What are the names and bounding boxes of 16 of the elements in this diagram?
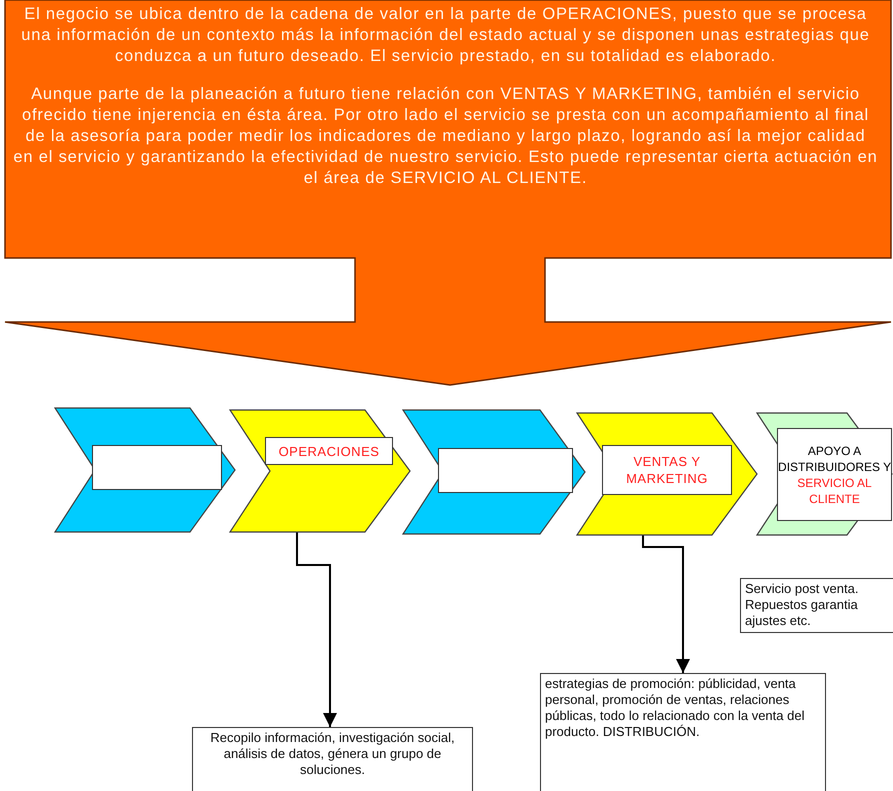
chevron-step	[403, 410, 585, 534]
paragraph: Aunque parte de la planeación a futuro tiene relación con VENTAS Y MARKETING, también el servicio ofrecido tiene injerencia en ésta área. Por otro lado el servicio se presta con un acompañamiento al final de la asesoría para poder medir los indicadores de mediano y largo plazo, logrando así la mejor calidad en el servicio y garantizando la efectividad de nuestro servicio. Esto puede representar cierta actuación en el área de SERVICIO AL CLIENTE.	[13, 84, 878, 189]
block-arrow	[5, 0, 891, 388]
chevron-step	[757, 413, 892, 535]
step-title: OPERACIONES	[278, 442, 380, 460]
step-title: APOYO A DISTRIBUIDORES Y SERVICIO AL CLIENTE	[778, 442, 891, 506]
step-title: VENTAS Y MARKETING	[625, 453, 709, 487]
chevron-step	[230, 410, 410, 532]
chevron-step	[55, 408, 235, 532]
arrow-connector	[296, 532, 337, 727]
text-box: Servicio post venta. Repuestos garantia ajustes etc.	[740, 578, 893, 633]
text-box: estrategias de promoción: públicidad, venta personal, promoción de ventas, relaciones públicas, todo lo relacionado con la venta del producto. DISTRIBUCIÓN.	[540, 673, 826, 791]
chevron-step	[577, 413, 757, 535]
text-box: Recopilo información, investigación social, análisis de datos, génera un grupo de soluciones.	[192, 727, 473, 791]
paragraph: El negocio se ubica dentro de la cadena de valor en la parte de OPERACIONES, puesto que se procesa una información de un contexto más la información del estado actual y se disponen unas estrategias que conduzca a un futuro deseado. El servicio prestado, en su totalidad es elaborado.	[20, 4, 871, 67]
arrow-connector	[642, 535, 690, 673]
